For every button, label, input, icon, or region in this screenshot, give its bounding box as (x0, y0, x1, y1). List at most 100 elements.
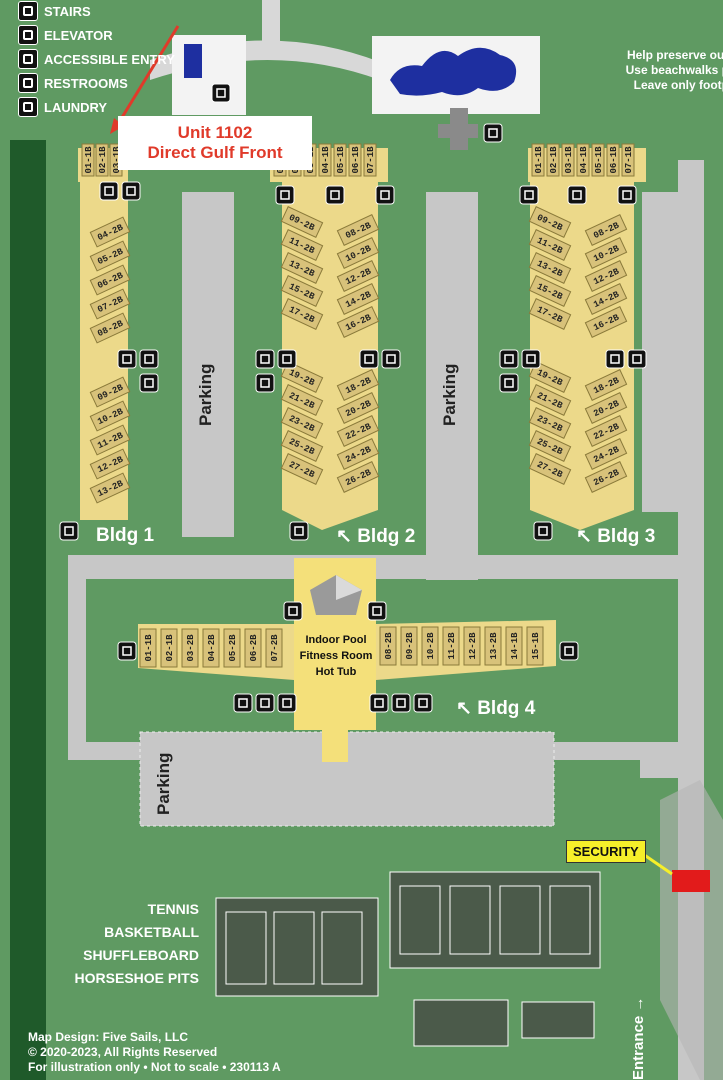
elevator-icon (255, 693, 275, 713)
unit-tag: 02-1B (160, 628, 178, 668)
unit-tag: 05-1B (333, 143, 347, 177)
entrance-road (660, 780, 723, 1080)
unit-tag: 07-2B (265, 628, 283, 668)
security-booth (672, 870, 710, 892)
amenity-horseshoe: HORSESHOE PITS (74, 970, 199, 986)
unit-tag: 04-2B (202, 628, 220, 668)
legend-label: ELEVATOR (44, 27, 113, 43)
road-connector (640, 760, 680, 778)
unit-tag: 01-1B (531, 143, 545, 177)
unit-tag: 06-1B (348, 143, 362, 177)
laundry-icon (325, 185, 345, 205)
unit-tag: 03-2B (181, 628, 199, 668)
unit-tag: 03-1B (561, 143, 575, 177)
shuffleboard (521, 1001, 595, 1039)
unit-tag: 02-1B (95, 143, 109, 177)
bldg1-label: Bldg 1 (96, 525, 155, 546)
fitness-line: Fitness Room (299, 650, 373, 662)
accessible-icon (369, 693, 389, 713)
unit-tag: 10-2B (421, 626, 439, 666)
elevator-icon (499, 349, 519, 369)
parking-lot-2 (426, 192, 478, 580)
unit-number: 06-2B (249, 634, 259, 662)
parking-label-1: Parking (196, 363, 215, 426)
unit-number: 01-1B (144, 634, 154, 662)
unit-tag: 15-1B (526, 626, 544, 666)
laundry-icon (283, 601, 303, 621)
stairs-icon (289, 521, 309, 541)
map-credits: Map Design: Five Sails, LLC © 2020-2023,… (28, 1030, 281, 1075)
unit-number: 13-2B (489, 632, 499, 660)
restroom-icon (18, 73, 38, 93)
unit-number: 06-1B (609, 146, 619, 174)
hottub-line: Hot Tub (315, 666, 357, 678)
elevator-icon (139, 349, 159, 369)
accessible-icon (255, 373, 275, 393)
unit-number: 11-2B (447, 632, 457, 660)
bldg3-text: Bldg 3 (597, 526, 656, 547)
map-legend: STAIRS ELEVATOR ACCESSIBLE ENTRY RESTROOMS L… (18, 0, 175, 120)
unit-number: 04-1B (579, 146, 589, 174)
laundry-icon (567, 185, 587, 205)
stairs-icon (381, 349, 401, 369)
legend-item: RESTROOMS (18, 72, 175, 94)
unit-callout: Unit 1102 Direct Gulf Front (118, 116, 312, 170)
unit-number: 04-1B (321, 146, 331, 174)
accessible-icon (18, 49, 38, 69)
callout-unit: Unit 1102 (177, 123, 253, 142)
legend-label: ACCESSIBLE ENTRY (44, 51, 175, 67)
road-left (68, 555, 86, 760)
parking-lot-1 (182, 192, 234, 537)
tennis-courts-left (215, 897, 379, 997)
bldg4-label: ↖ Bldg 4 (456, 698, 536, 719)
unit-number: 04-2B (207, 634, 217, 662)
unit-number: 03-1B (112, 146, 122, 174)
unit-number: 01-1B (534, 146, 544, 174)
unit-tag: 08-2B (379, 626, 397, 666)
lagoon-pool (390, 47, 517, 96)
walkway-cross (438, 124, 478, 138)
stairs-icon (375, 185, 395, 205)
unit-tag: 08-2B (584, 214, 628, 246)
bldg2-text: Bldg 2 (357, 526, 416, 547)
stairs-icon (627, 349, 647, 369)
stairs-icon (413, 693, 433, 713)
unit-number: 06-1B (351, 146, 361, 174)
amenity-shuffleboard: SHUFFLEBOARD (83, 947, 199, 963)
stairs-icon (277, 693, 297, 713)
unit-tag: 09-2B (400, 626, 418, 666)
unit-number: 02-1B (549, 146, 559, 174)
credit-line: © 2020-2023, All Rights Reserved (28, 1045, 218, 1059)
amenities-list: TENNIS BASKETBALL SHUFFLEBOARD HORSESHOE… (44, 898, 199, 990)
unit-tag: 02-1B (546, 143, 560, 177)
unit-tag: 04-1B (318, 143, 332, 177)
unit-number: 14-1B (510, 632, 520, 660)
stairs-icon (533, 521, 553, 541)
note-line: Use beachwalks p (625, 63, 723, 77)
pool-deck-small (172, 35, 246, 115)
bldg2-label: ↖ Bldg 2 (336, 526, 416, 547)
unit-tag: 12-2B (89, 448, 131, 480)
pool-line: Indoor Pool (305, 634, 367, 646)
unit-tag: 07-1B (363, 143, 377, 177)
unit-tag: 01-1B (81, 143, 95, 177)
unit-number: 09-2B (405, 632, 415, 660)
basketball-court (413, 999, 509, 1047)
amenity-basketball: BASKETBALL (104, 924, 199, 940)
unit-tag: 06-1B (606, 143, 620, 177)
unit-tag: 14-1B (505, 626, 523, 666)
stairs-icon (275, 185, 295, 205)
entrance-label: Entrance → (630, 996, 647, 1080)
legend-label: LAUNDRY (44, 99, 108, 115)
stairs-icon (18, 1, 38, 21)
unit-number: 07-1B (366, 146, 376, 174)
parking-label-2: Parking (440, 363, 459, 426)
unit-number: 08-2B (384, 632, 394, 660)
laundry-icon (99, 181, 119, 201)
unit-tag: 13-2B (484, 626, 502, 666)
unit-number: 01-1B (84, 146, 94, 174)
restroom-icon (211, 83, 231, 103)
callout-arrow (116, 25, 180, 125)
legend-label: STAIRS (44, 3, 91, 19)
